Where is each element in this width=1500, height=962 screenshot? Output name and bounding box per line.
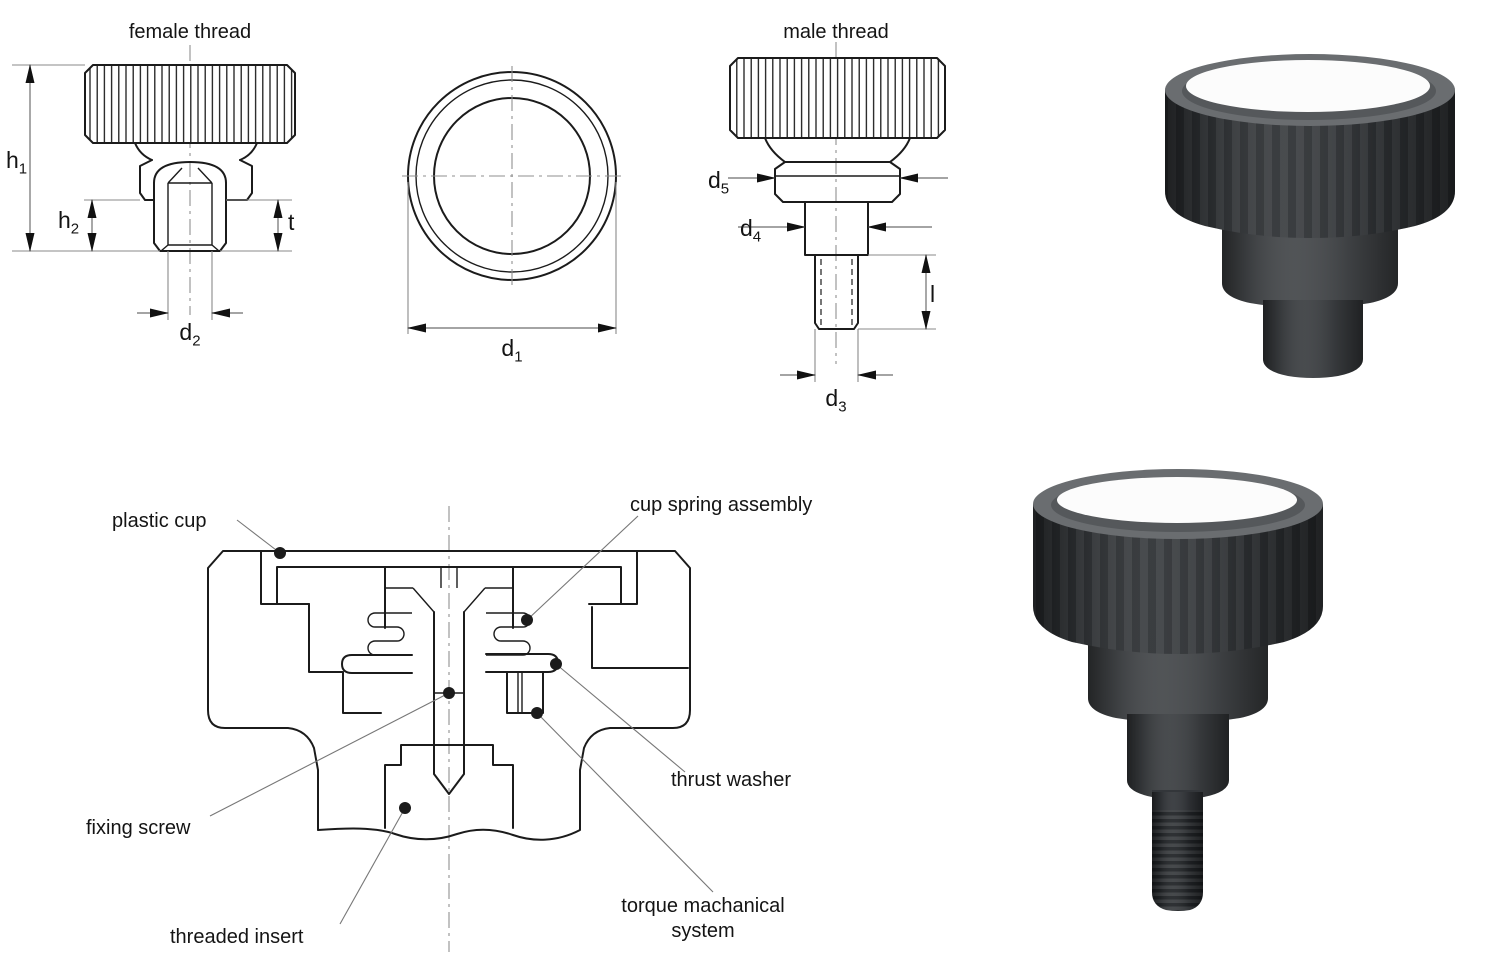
dim-d2-sub: 2	[192, 332, 201, 350]
cross-section-drawing	[207, 506, 714, 952]
male-view-title: male thread	[783, 21, 889, 43]
label-plastic-cup: plastic cup	[112, 510, 207, 532]
dim-l-base: l	[930, 281, 936, 307]
top-view-drawing	[402, 66, 622, 334]
dim-d1-base: d	[501, 335, 515, 361]
dim-d3-sub: 3	[838, 398, 847, 416]
male-knob-render	[1033, 469, 1323, 911]
dim-d1-sub: 1	[514, 348, 523, 366]
label-fixing-screw: fixing screw	[86, 817, 191, 839]
dim-label-l: l	[930, 280, 935, 309]
dim-d5-base: d	[708, 167, 721, 193]
female-view-title: female thread	[128, 21, 252, 43]
dim-label-d2: d2	[160, 318, 220, 350]
dim-d5-sub: 5	[720, 180, 730, 198]
label-torque-line1: torque machanical	[621, 895, 785, 917]
male-knob-render-shapes	[1033, 469, 1323, 911]
dim-label-h1: h1	[6, 146, 28, 178]
cross-section-leaders	[209, 515, 714, 925]
label-cup-spring-assembly: cup spring assembly	[630, 494, 813, 516]
dim-d3-base: d	[825, 385, 839, 411]
dim-label-d4: d4	[740, 214, 762, 246]
label-torque-mechanical-system: torque machanical system	[600, 894, 806, 944]
dim-t-base: t	[288, 209, 295, 235]
dim-label-d3: d3	[806, 384, 866, 416]
top-view-circles	[402, 66, 622, 286]
label-torque-line2: system	[671, 920, 735, 942]
female-knob-dimensions	[12, 64, 292, 320]
label-threaded-insert: threaded insert	[170, 926, 304, 948]
label-thrust-washer: thrust washer	[671, 769, 792, 791]
female-thread-view-drawing	[12, 45, 296, 320]
female-knob-render-shapes	[1165, 54, 1455, 378]
dim-d2-base: d	[179, 319, 193, 345]
dim-d4-sub: 4	[752, 228, 762, 246]
top-view-dimension-d1	[407, 182, 617, 334]
male-knob-dimensions	[728, 173, 948, 382]
dim-h2-base: h	[58, 207, 71, 233]
dim-h1-base: h	[6, 147, 19, 173]
dim-label-d1: d1	[482, 334, 542, 366]
male-thread-view-drawing	[728, 42, 948, 382]
dim-label-t: t	[288, 208, 294, 237]
female-knob-render	[1165, 54, 1455, 378]
dim-h2-sub: 2	[70, 220, 80, 238]
cross-section-outline	[207, 506, 691, 952]
male-knob-outline	[729, 42, 946, 364]
dim-label-d5: d5	[708, 166, 730, 198]
dim-h1-sub: 1	[18, 160, 28, 178]
dim-label-h2: h2	[58, 206, 80, 238]
dim-d4-base: d	[740, 215, 753, 241]
female-knob-outline	[84, 45, 296, 315]
